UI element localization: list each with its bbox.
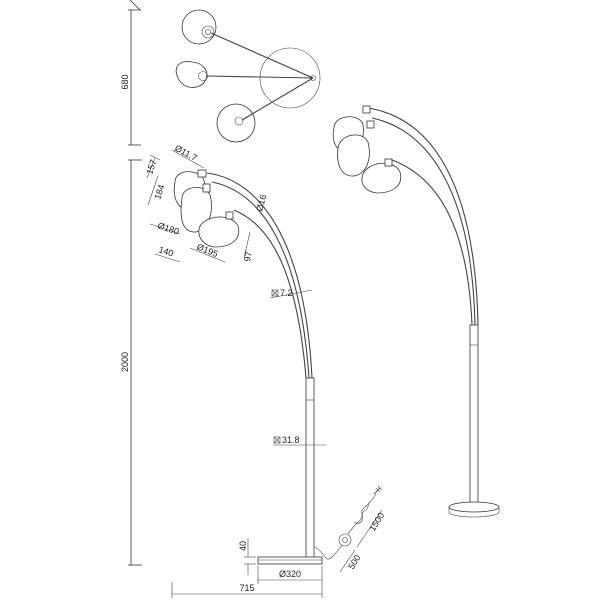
dimension-715: 715 (171, 582, 323, 598)
dim-140-label: 140 (157, 244, 174, 258)
dim-180-label: Ø180 (156, 220, 180, 236)
dim-1500-label: 1500 (367, 511, 386, 533)
side-base (257, 556, 323, 565)
top-shade-1 (181, 9, 217, 45)
dimension-40: 40 (238, 538, 256, 575)
dim-11-7-label: Ø11.7 (173, 143, 199, 163)
dimension-31-8: 31.8 (273, 435, 326, 446)
dim-157-label: 157 (144, 158, 158, 175)
dim-500-label: 500 (346, 553, 362, 571)
top-shade-2 (175, 61, 208, 88)
dim-16-label: Ø16 (254, 193, 268, 212)
side-shades (173, 169, 240, 248)
top-shade-3 (216, 103, 256, 143)
dim-320-label: Ø320 (279, 569, 301, 579)
dimension-7-2: 7.2 (269, 288, 313, 299)
dim-184-label: 184 (152, 183, 166, 200)
dim-97-label: 97 (242, 251, 254, 263)
perspective-view (332, 105, 500, 518)
dim-40-label: 40 (238, 541, 248, 551)
top-base-circle (259, 47, 321, 109)
dim-715-label: 715 (239, 583, 254, 593)
dim-2000-label: 2000 (120, 352, 130, 372)
dim-31-8-label: 31.8 (282, 435, 300, 445)
side-pole (305, 377, 315, 559)
dim-680-label: 680 (120, 74, 130, 89)
top-view: 680 (120, 0, 321, 146)
power-cable: 1500 500 (314, 485, 386, 573)
dimension-680: 680 (120, 0, 141, 146)
dimension-320: Ø320 (257, 566, 323, 584)
dim-7-2-label: 7.2 (280, 288, 293, 298)
perspective-pole (469, 324, 479, 506)
dimension-2000: 2000 (120, 159, 142, 566)
side-view: 2000 Ø11.7 157 184 Ø180 140 (120, 143, 386, 598)
